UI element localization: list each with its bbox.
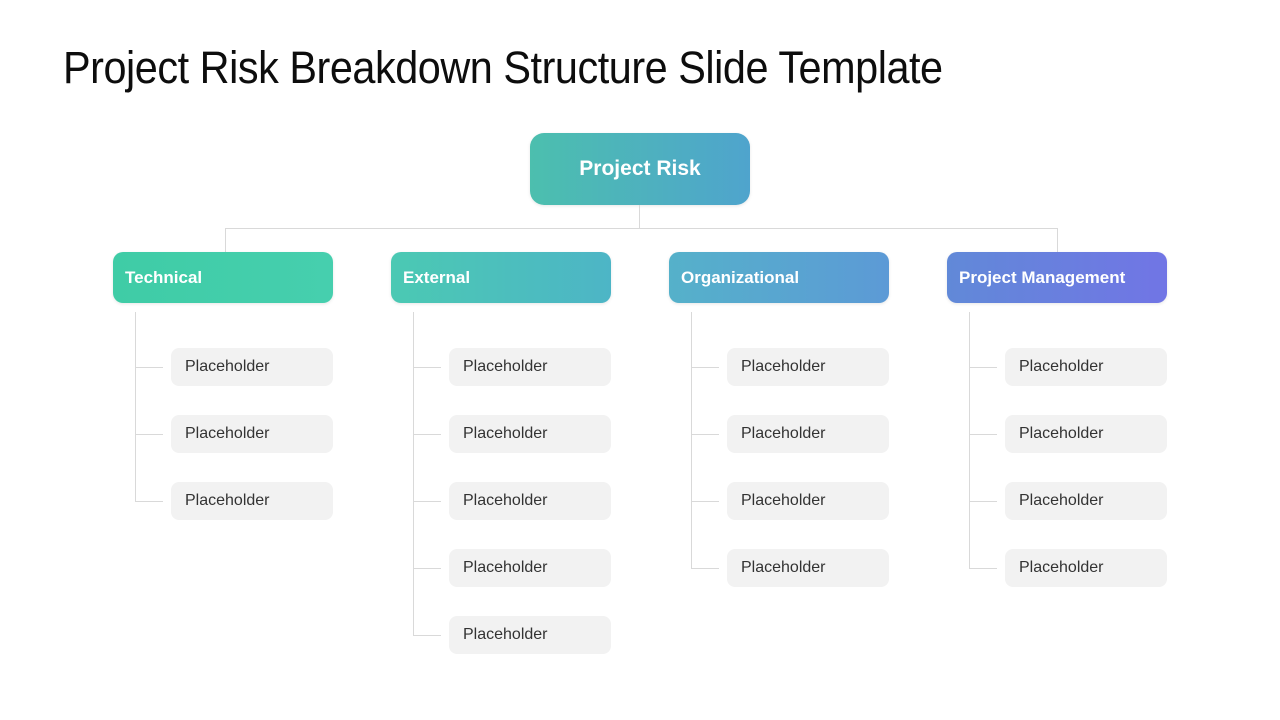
placeholder-item[interactable]: Placeholder [171, 348, 333, 386]
connector-stub [969, 568, 997, 569]
root-node-project-risk[interactable]: Project Risk [530, 133, 750, 205]
connector-stub [691, 501, 719, 502]
placeholder-item[interactable]: Placeholder [727, 348, 889, 386]
placeholder-item[interactable]: Placeholder [1005, 549, 1167, 587]
connector-column-technical [135, 312, 136, 501]
placeholder-item[interactable]: Placeholder [1005, 482, 1167, 520]
connector-stub [691, 367, 719, 368]
connector-stub [969, 367, 997, 368]
connector-column-external [413, 312, 414, 635]
connector-stub [135, 501, 163, 502]
placeholder-item[interactable]: Placeholder [1005, 348, 1167, 386]
connector-drop-technical [225, 228, 226, 252]
connector-stub [413, 367, 441, 368]
connector-stub [135, 367, 163, 368]
placeholder-item[interactable]: Placeholder [1005, 415, 1167, 453]
connector-stub [969, 501, 997, 502]
placeholder-item[interactable]: Placeholder [449, 616, 611, 654]
placeholder-item[interactable]: Placeholder [449, 348, 611, 386]
connector-column-organizational [691, 312, 692, 568]
connector-stub [969, 434, 997, 435]
connector-stub [691, 568, 719, 569]
placeholder-item[interactable]: Placeholder [449, 482, 611, 520]
placeholder-item[interactable]: Placeholder [727, 549, 889, 587]
connector-root-drop [639, 205, 640, 228]
connector-horizontal-bus [225, 228, 1058, 229]
category-project-management[interactable]: Project Management [947, 252, 1167, 303]
placeholder-item[interactable]: Placeholder [449, 549, 611, 587]
connector-stub [413, 434, 441, 435]
placeholder-item[interactable]: Placeholder [727, 482, 889, 520]
placeholder-item[interactable]: Placeholder [171, 482, 333, 520]
category-technical[interactable]: Technical [113, 252, 333, 303]
placeholder-item[interactable]: Placeholder [727, 415, 889, 453]
connector-drop-project-management [1057, 228, 1058, 252]
connector-stub [413, 568, 441, 569]
connector-stub [413, 635, 441, 636]
connector-column-project-management [969, 312, 970, 568]
connector-stub [691, 434, 719, 435]
slide-title: Project Risk Breakdown Structure Slide T… [63, 42, 943, 93]
placeholder-item[interactable]: Placeholder [449, 415, 611, 453]
connector-stub [413, 501, 441, 502]
connector-stub [135, 434, 163, 435]
category-external[interactable]: External [391, 252, 611, 303]
category-organizational[interactable]: Organizational [669, 252, 889, 303]
placeholder-item[interactable]: Placeholder [171, 415, 333, 453]
